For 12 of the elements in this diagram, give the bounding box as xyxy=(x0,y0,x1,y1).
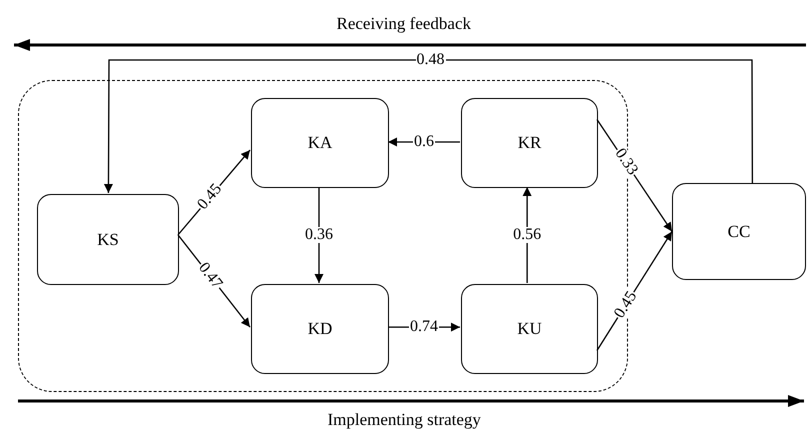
arrow xyxy=(104,59,754,193)
arrow xyxy=(388,138,460,146)
rounded-box: KA xyxy=(251,98,389,188)
rounded-box: KD xyxy=(251,284,389,374)
axis-caption: Receiving feedback xyxy=(336,14,472,34)
edge-label: 0.56 xyxy=(512,227,542,243)
rounded-box: CC xyxy=(672,183,806,280)
rounded-box: KR xyxy=(461,98,598,188)
axis-caption: Implementing strategy xyxy=(328,410,481,430)
rounded-box: KS xyxy=(37,194,179,285)
rounded-box: KU xyxy=(461,284,598,374)
edge-label: 0.36 xyxy=(304,227,334,243)
